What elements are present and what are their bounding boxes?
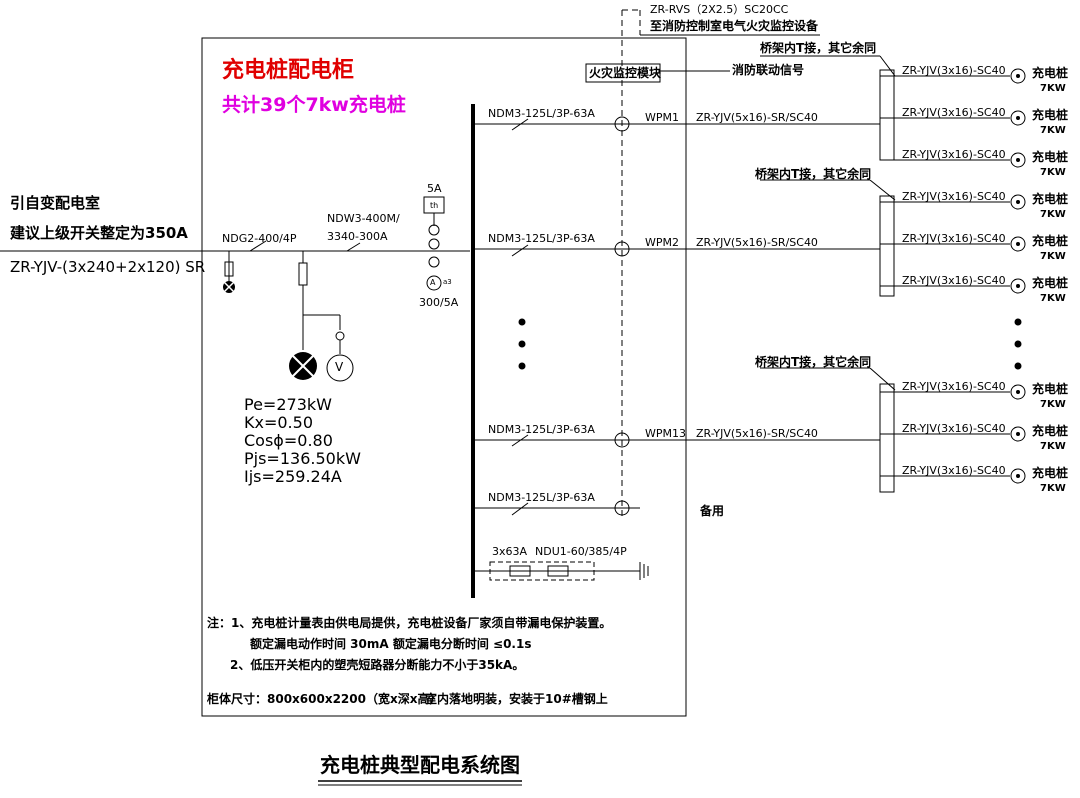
voltmeter-symbol [326, 354, 354, 382]
charger-label: 充电桩 [1032, 66, 1069, 80]
charger-label: 充电桩 [1032, 382, 1069, 396]
charger-cable: ZR-YJV(3x16)-SC40 [902, 190, 1006, 203]
branch1-cable: ZR-YJV(5x16)-SR/SC40 [696, 111, 818, 124]
charger-group-2 [760, 179, 1010, 297]
branch1-id: WPM1 [645, 111, 679, 124]
charger-cable: ZR-YJV(3x16)-SC40 [902, 380, 1006, 393]
charger-label: 充电桩 [1032, 466, 1069, 480]
charger-power: 7KW [1040, 125, 1066, 136]
spare-label: 备用 [700, 504, 725, 518]
charger-label: 充电桩 [1032, 234, 1069, 248]
cabinet-install: 室内落地明装，安装于10#槽钢上 [425, 692, 608, 706]
note-2: 2、低压开关柜内的塑壳短路器分断能力不小于35kA。 [230, 658, 525, 672]
fire-cable: ZR-RVS（2X2.5）SC20CC [650, 3, 789, 16]
meter-label: th [430, 201, 439, 210]
charger-group-3 [760, 367, 1010, 493]
indicator-lamp [222, 280, 317, 380]
charger-cable: ZR-YJV(3x16)-SC40 [902, 274, 1006, 287]
incoming-advice: 建议上级开关整定为350A [10, 224, 188, 242]
incoming-source: 引自变配电室 [10, 194, 101, 212]
cabinet-frame [201, 37, 687, 717]
charger-cable: ZR-YJV(3x16)-SC40 [902, 464, 1006, 477]
cabinet-subtitle: 共计39个7kw充电桩 [222, 94, 406, 116]
charger-cable: ZR-YJV(3x16)-SC40 [902, 106, 1006, 119]
charger-cable: ZR-YJV(3x16)-SC40 [902, 422, 1006, 435]
calc-pe: Pe=273kW [244, 395, 332, 414]
ct-ratio: 300/5A [419, 296, 459, 309]
charger-power: 7KW [1040, 399, 1066, 410]
calc-pjs: Pjs=136.50kW [244, 449, 361, 468]
cabinet-size: 柜体尺寸：800x600x2200（宽x深x高） [207, 692, 442, 706]
breaker2-setting: 3340-300A [327, 230, 388, 243]
charger-power: 7KW [1040, 209, 1066, 220]
branch2-cable: ZR-YJV(5x16)-SR/SC40 [696, 236, 818, 249]
charger-cable: ZR-YJV(3x16)-SC40 [902, 64, 1006, 77]
ct-label: a3 [443, 278, 452, 286]
charger-label: 充电桩 [1032, 276, 1069, 290]
branch1-breaker: NDM3-125L/3P-63A [488, 107, 595, 120]
charger-power: 7KW [1040, 167, 1066, 178]
cabinet-title: 充电桩配电柜 [222, 58, 355, 83]
charger-group-1 [760, 55, 1010, 161]
charger-label: 充电桩 [1032, 150, 1069, 164]
charger-cable: ZR-YJV(3x16)-SC40 [902, 232, 1006, 245]
branch2-breaker: NDM3-125L/3P-63A [488, 232, 595, 245]
diagram-title: 充电桩典型配电系统图 [320, 753, 520, 777]
charger-label: 充电桩 [1032, 192, 1069, 206]
calc-cos: Cosϕ=0.80 [244, 431, 333, 450]
branch13-cable: ZR-YJV(5x16)-SR/SC40 [696, 427, 818, 440]
spd-fuse: 3x63A [492, 545, 528, 558]
tap-note-2: 桥架内T接，其它余同 [755, 167, 872, 181]
note-1a: 注：1、充电桩计量表由供电局提供，充电桩设备厂家须自带漏电保护装置。 [207, 616, 612, 630]
main-breaker-label: NDG2-400/4P [222, 232, 297, 245]
spd-model: NDU1-60/385/4P [535, 545, 627, 558]
breaker2-model: NDW3-400M/ [327, 212, 400, 225]
branch2-id: WPM2 [645, 236, 679, 249]
fire-dest: 至消防控制室电气火灾监控设备 [650, 19, 819, 33]
fire-signal: 消防联动信号 [732, 63, 805, 77]
incoming-cable: ZR-YJV-(3x240+2x120) SR [10, 258, 206, 276]
charger-label: 充电桩 [1032, 108, 1069, 122]
voltmeter-label: V [335, 360, 344, 374]
charger-power: 7KW [1040, 251, 1066, 262]
charger-power: 7KW [1040, 483, 1066, 494]
charger-power: 7KW [1040, 293, 1066, 304]
tap-note-1: 桥架内T接，其它余同 [760, 41, 877, 55]
calc-ijs: Ijs=259.24A [244, 467, 342, 486]
spare-breaker: NDM3-125L/3P-63A [488, 491, 595, 504]
note-1b: 额定漏电动作时间 30mA 额定漏电分断时间 ≤0.1s [250, 637, 532, 651]
fire-module: 火灾监控模块 [589, 66, 662, 80]
branch13-breaker: NDM3-125L/3P-63A [488, 423, 595, 436]
charger-label: 充电桩 [1032, 424, 1069, 438]
tap-note-3: 桥架内T接，其它余同 [755, 355, 872, 369]
charger-cable: ZR-YJV(3x16)-SC40 [902, 148, 1006, 161]
charger-power: 7KW [1040, 83, 1066, 94]
charger-power: 7KW [1040, 441, 1066, 452]
branch13-id: WPM13 [645, 427, 686, 440]
charger-endpoints [1010, 68, 1026, 484]
ammeter-label: A [430, 278, 436, 287]
calc-kx: Kx=0.50 [244, 413, 313, 432]
fuse-rating: 5A [427, 182, 442, 195]
